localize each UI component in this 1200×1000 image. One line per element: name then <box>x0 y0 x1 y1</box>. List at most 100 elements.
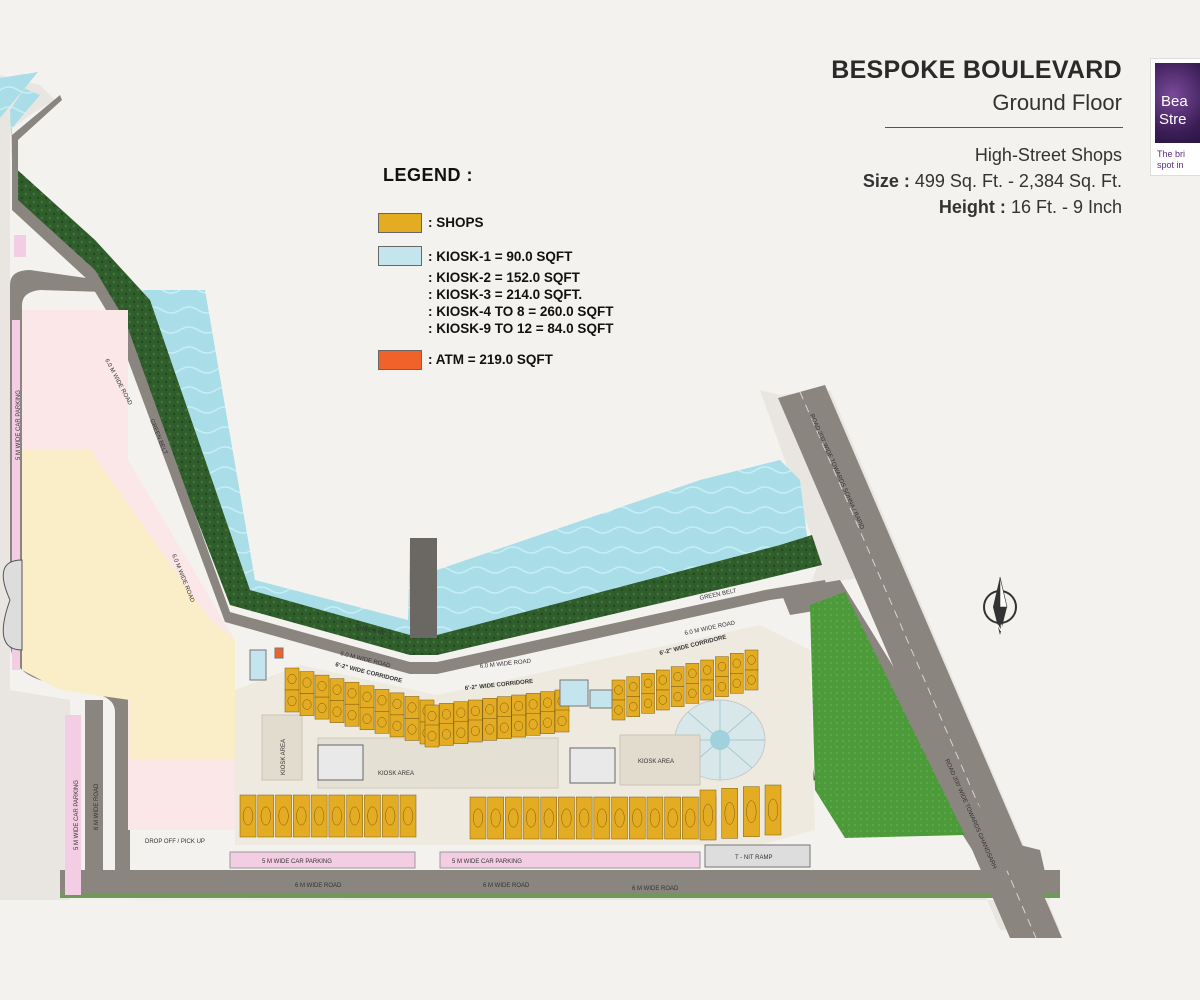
shop-unit-north-west-2 <box>359 707 375 731</box>
shop-unit-mark <box>441 729 451 740</box>
shop-unit-south-corner <box>743 786 760 837</box>
shop-unit-mark <box>658 695 667 705</box>
shop-unit-mark <box>732 678 741 688</box>
bottom-road-edge <box>60 894 1060 898</box>
shop-unit-north-center-2 <box>439 723 454 746</box>
logo-tag-1: The bri <box>1157 149 1186 159</box>
shop-unit-south-east <box>487 796 504 840</box>
left-road-vertical <box>85 700 103 890</box>
shop-unit-north-east-1 <box>641 673 655 694</box>
kiosk-area-east <box>619 734 701 786</box>
left-parking-lane <box>12 320 20 670</box>
compass-label: N <box>996 623 1003 633</box>
shop-unit-mark <box>614 808 625 828</box>
shop-unit-mark <box>703 685 712 695</box>
escalator-east <box>569 747 616 784</box>
label-ramp: T - NIT RAMP <box>735 855 772 861</box>
shop-unit-mark <box>614 685 623 695</box>
fountain-center <box>710 730 730 750</box>
shop-unit-north-east-2 <box>700 679 714 701</box>
legend-title: LEGEND : <box>383 165 474 185</box>
shop-unit-mark <box>392 698 402 709</box>
shop-unit-mark <box>407 724 417 735</box>
escalator-west <box>317 744 364 781</box>
label-kiosk-area-c: KIOSK AREA <box>638 759 674 765</box>
height-row: Height : 16 Ft. - 9 Inch <box>939 197 1122 218</box>
shop-unit-mark <box>392 720 402 731</box>
shop-unit-mark <box>702 803 714 827</box>
shop-unit-mark <box>347 688 357 699</box>
height-value: 16 Ft. - 9 Inch <box>1010 197 1122 217</box>
shop-unit-mark <box>402 806 414 826</box>
shop-unit-mark <box>649 808 660 828</box>
shop-unit-south-east <box>469 796 487 840</box>
shop-unit-mark <box>317 681 327 692</box>
shop-unit-mark <box>746 800 757 823</box>
shop-unit-south-west <box>275 794 292 838</box>
shop-unit-north-center-1 <box>482 698 498 721</box>
shop-unit-mark <box>747 655 756 665</box>
shop-unit-south-east <box>664 796 681 840</box>
shop-unit-mark <box>485 704 495 715</box>
shop-unit-mark <box>407 702 417 713</box>
shop-unit-mark <box>673 672 682 682</box>
shop-unit-mark <box>260 806 271 826</box>
shop-unit-north-center-2 <box>511 714 526 738</box>
shop-unit-north-west-1 <box>359 685 375 709</box>
kiosk-west <box>249 649 267 681</box>
label-bottom-road-a: 6 M WIDE ROAD <box>295 883 342 889</box>
shop-unit-north-center-2 <box>453 721 469 744</box>
shop-unit-mark <box>561 808 572 828</box>
shop-unit-south-east <box>575 796 593 840</box>
compass-icon: N <box>983 576 1017 635</box>
shop-unit-mark <box>717 662 727 672</box>
shop-unit-mark <box>472 808 484 828</box>
shop-unit-north-west-1 <box>344 681 360 705</box>
shop-unit-north-center-1 <box>439 703 454 726</box>
shop-unit-north-east-2 <box>715 676 729 697</box>
shop-unit-south-west <box>381 794 399 838</box>
shop-unit-mark <box>643 698 653 708</box>
shop-unit-north-east-1 <box>656 669 670 691</box>
shop-unit-north-east-1 <box>744 649 759 671</box>
shop-unit-south-west <box>293 794 310 838</box>
shop-unit-mark <box>490 808 501 828</box>
shop-unit-mark <box>767 798 779 822</box>
label-bottom-road-b: 6 M WIDE ROAD <box>483 883 530 889</box>
shop-unit-north-center-2 <box>482 718 498 741</box>
shop-unit-north-east-2 <box>685 683 700 704</box>
shop-unit-mark <box>747 675 756 685</box>
shop-unit-north-west-2 <box>404 718 420 741</box>
shop-unit-mark <box>579 808 590 828</box>
shop-unit-south-east <box>593 796 611 840</box>
shop-unit-north-east-2 <box>641 693 655 714</box>
shop-unit-mark <box>347 710 357 721</box>
shop-unit-south-east <box>628 796 646 840</box>
shop-unit-mark <box>456 707 466 718</box>
shop-unit-mark <box>441 709 451 720</box>
shop-unit-mark <box>643 678 653 688</box>
logo-image <box>1155 63 1200 143</box>
shop-unit-north-center-1 <box>496 696 512 719</box>
shop-unit-north-center-1 <box>424 704 440 728</box>
shop-unit-mark <box>688 668 697 678</box>
shop-unit-mark <box>287 673 297 685</box>
shop-unit-mark <box>629 682 638 692</box>
shop-units <box>239 649 782 841</box>
label-kiosk-area-b: KIOSK AREA <box>378 771 414 777</box>
shop-unit-mark <box>499 722 509 733</box>
shop-unit-mark <box>724 802 735 825</box>
project-title: BESPOKE BOULEVARD <box>831 56 1122 84</box>
logo-line-1: Bea <box>1161 93 1188 110</box>
shop-unit-mark <box>287 695 297 707</box>
shop-unit-south-west <box>328 794 346 838</box>
shop-unit-north-west-2 <box>344 703 360 727</box>
shop-unit-mark <box>508 808 519 828</box>
shop-unit-north-west-1 <box>299 671 315 694</box>
jetty <box>410 538 437 638</box>
shop-unit-south-east <box>558 796 575 840</box>
label-road-6m-d: 6.0 M WIDE ROAD <box>480 659 532 670</box>
